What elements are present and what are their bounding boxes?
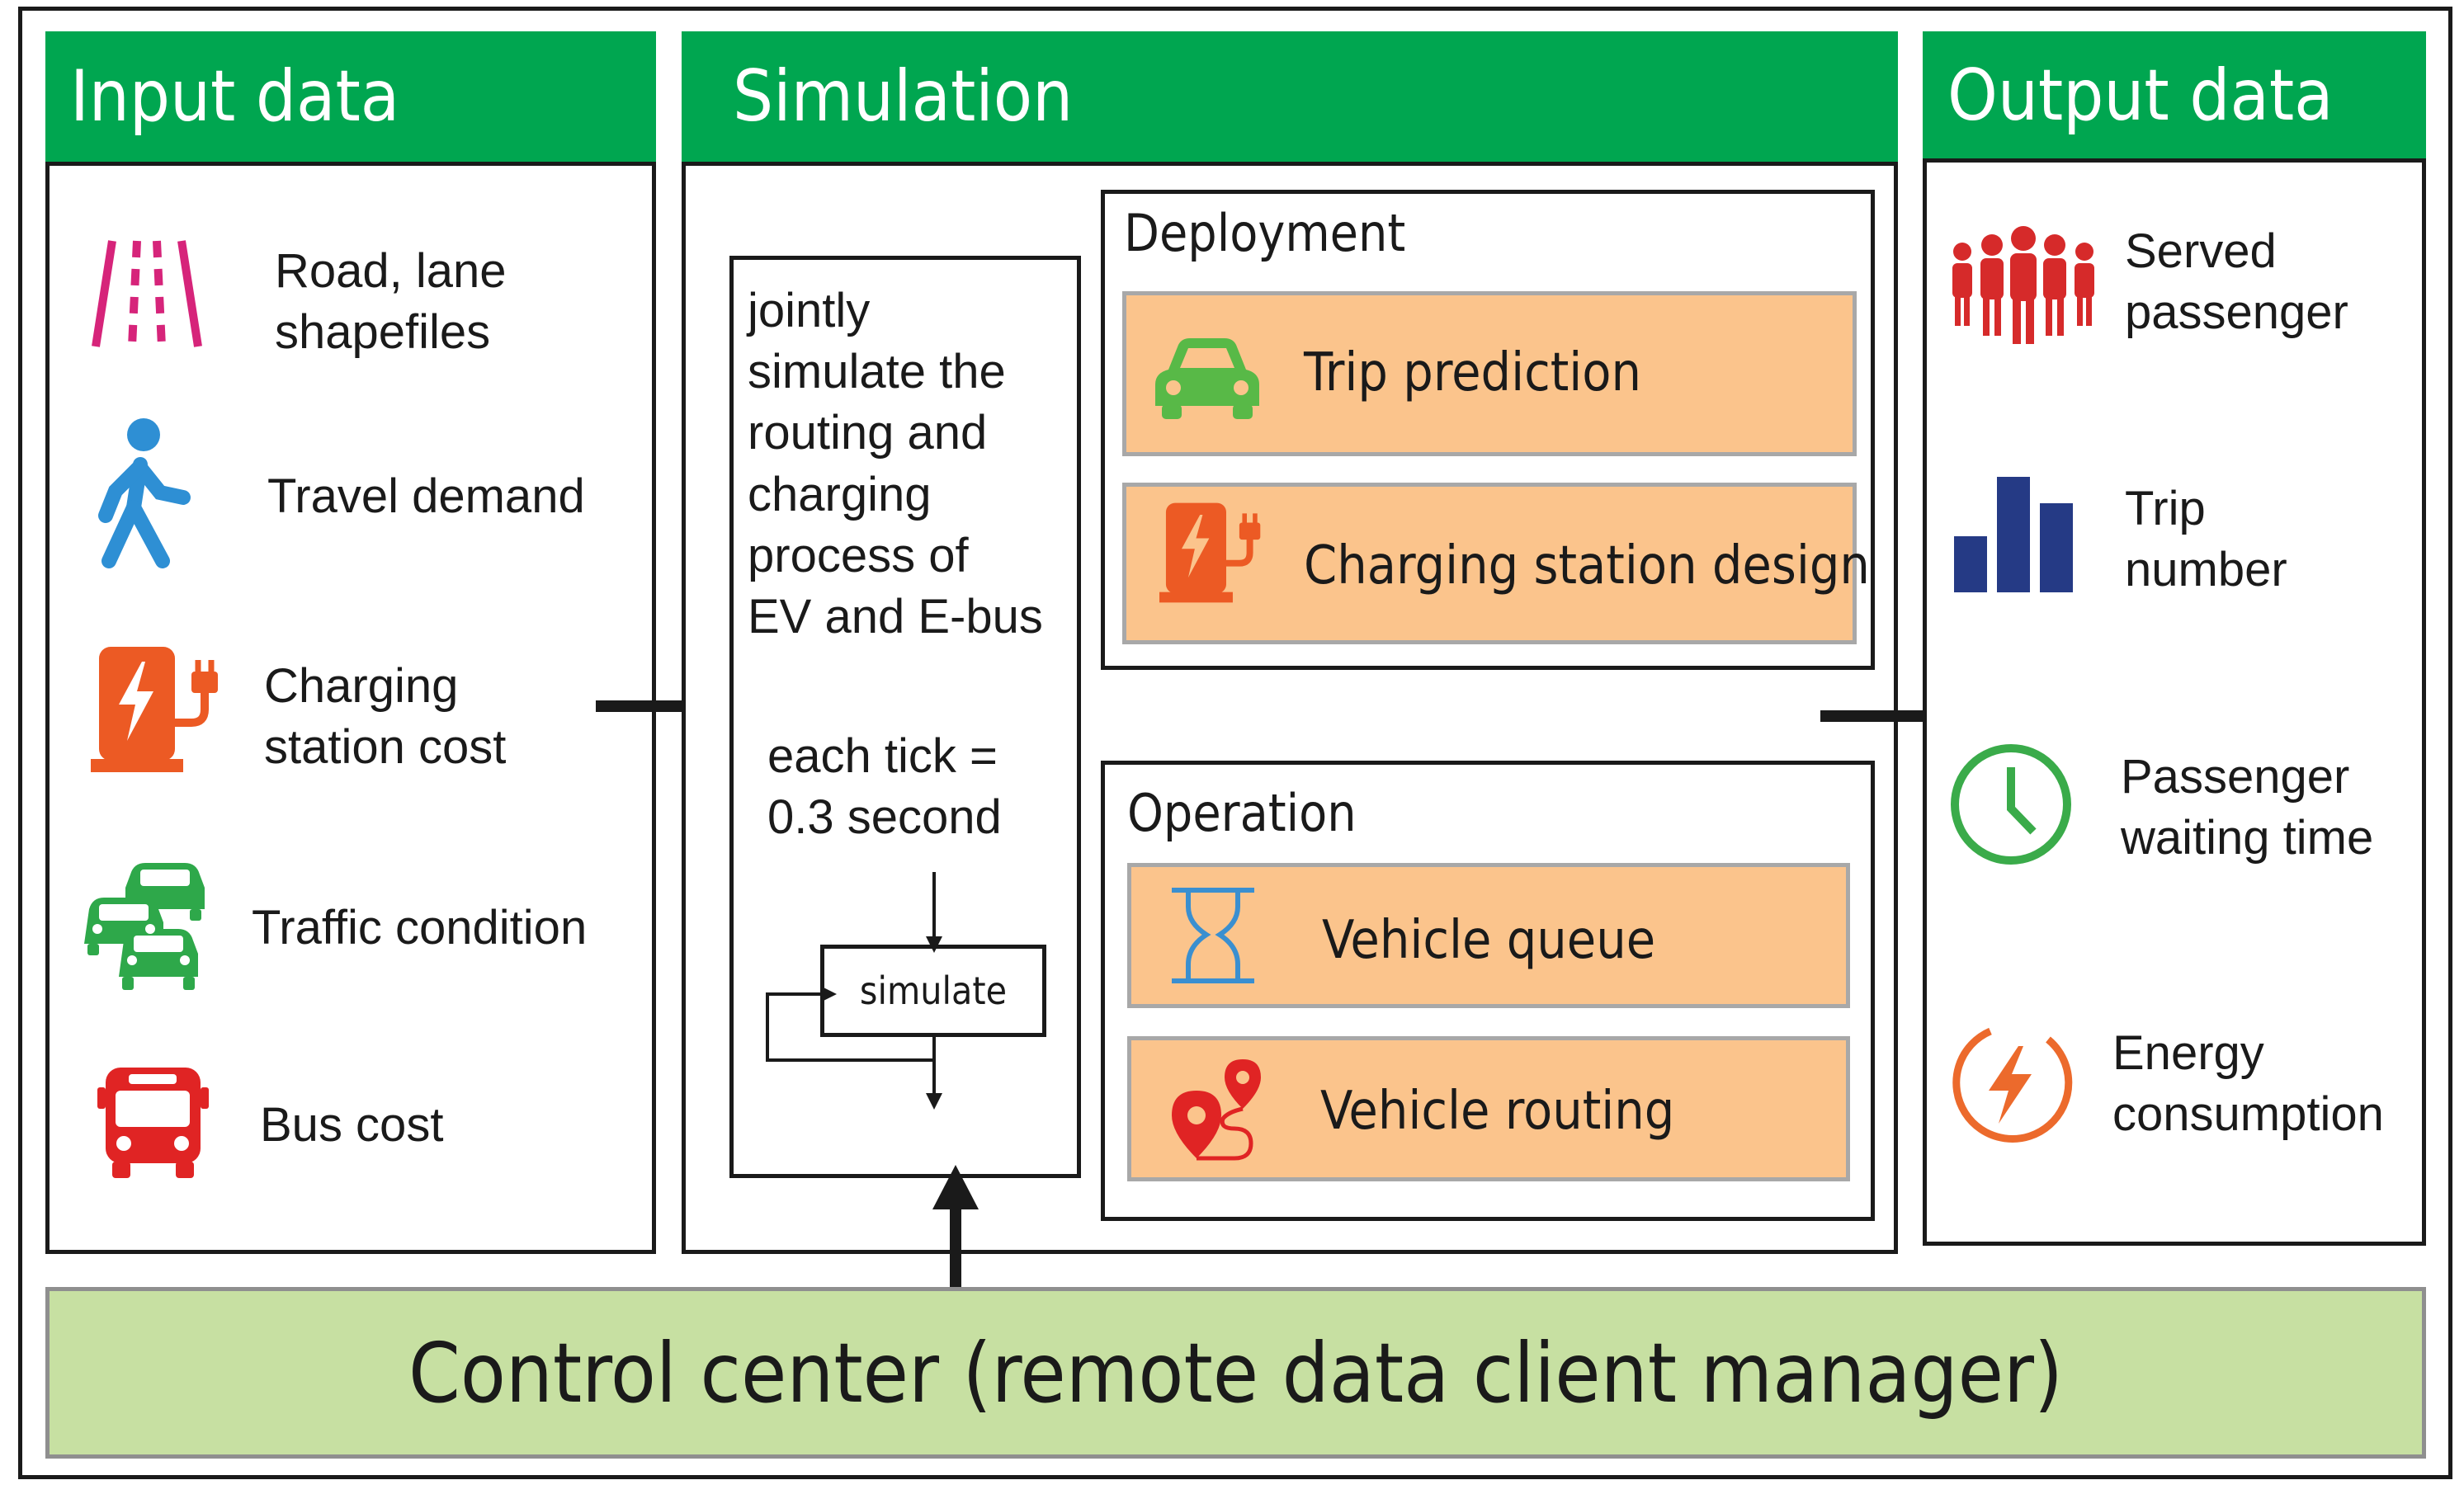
car-icon bbox=[1155, 338, 1259, 419]
trip-prediction-label: Trip prediction bbox=[1304, 342, 1641, 403]
charging-station-design-label: Charging station design bbox=[1304, 535, 1870, 596]
clock-icon bbox=[1951, 744, 2071, 865]
pedestrian-icon bbox=[98, 418, 191, 568]
bar-chart-icon bbox=[1954, 477, 2073, 592]
input-item-traffic-condition: Traffic condition bbox=[252, 901, 588, 955]
output-item-served-passenger: Served passenger bbox=[2125, 224, 2348, 339]
input-data-header: Input data bbox=[45, 31, 656, 162]
output-item-waiting-time: Passenger waiting time bbox=[2121, 750, 2374, 865]
vehicle-queue-label: Vehicle queue bbox=[1322, 910, 1656, 971]
people-group-icon bbox=[1952, 226, 2094, 344]
simulation-title: Simulation bbox=[733, 55, 1074, 138]
vehicle-routing-label: Vehicle routing bbox=[1320, 1081, 1675, 1142]
simulation-process-box bbox=[729, 256, 1081, 1178]
energy-bolt-icon bbox=[1952, 1027, 2073, 1143]
input-item-road-lane: Road, lane shapefiles bbox=[275, 244, 507, 359]
control-center-bar: Control center (remote data client manag… bbox=[45, 1287, 2426, 1459]
output-data-panel bbox=[1923, 158, 2426, 1246]
simulation-tick-text: each tick = 0.3 second bbox=[767, 729, 1002, 845]
charging-station-icon bbox=[91, 647, 218, 772]
operation-box bbox=[1101, 761, 1875, 1221]
deployment-title: Deployment bbox=[1124, 203, 1406, 263]
bus-icon bbox=[97, 1068, 209, 1178]
input-data-title: Input data bbox=[70, 55, 400, 138]
simulation-header: Simulation bbox=[682, 31, 1898, 162]
input-item-charging-cost: Charging station cost bbox=[264, 659, 507, 774]
diagram-frame bbox=[18, 7, 2452, 1479]
route-pin-icon bbox=[1172, 1059, 1261, 1161]
deployment-box bbox=[1101, 190, 1875, 670]
control-center-label: Control center (remote data client manag… bbox=[408, 1324, 2064, 1421]
simulate-loop-arrows bbox=[766, 872, 942, 1110]
simulate-label: simulate bbox=[859, 969, 1008, 1013]
operation-title: Operation bbox=[1127, 783, 1357, 843]
output-data-title: Output data bbox=[1947, 54, 2334, 137]
simulation-description: jointly simulate the routing and chargin… bbox=[748, 284, 1043, 644]
charging-station-icon bbox=[1159, 502, 1261, 603]
road-lanes-icon bbox=[92, 240, 202, 347]
output-item-trip-number: Trip number bbox=[2125, 482, 2287, 596]
input-item-travel-demand: Travel demand bbox=[267, 469, 585, 523]
output-item-energy-consumption: Energy consumption bbox=[2112, 1026, 2384, 1141]
hourglass-icon bbox=[1172, 888, 1254, 983]
vehicle-queue-box bbox=[1127, 863, 1850, 1008]
traffic-cars-icon bbox=[84, 863, 205, 990]
input-item-bus-cost: Bus cost bbox=[260, 1098, 444, 1152]
simulate-box: simulate bbox=[820, 945, 1046, 1037]
output-data-header: Output data bbox=[1923, 31, 2426, 160]
